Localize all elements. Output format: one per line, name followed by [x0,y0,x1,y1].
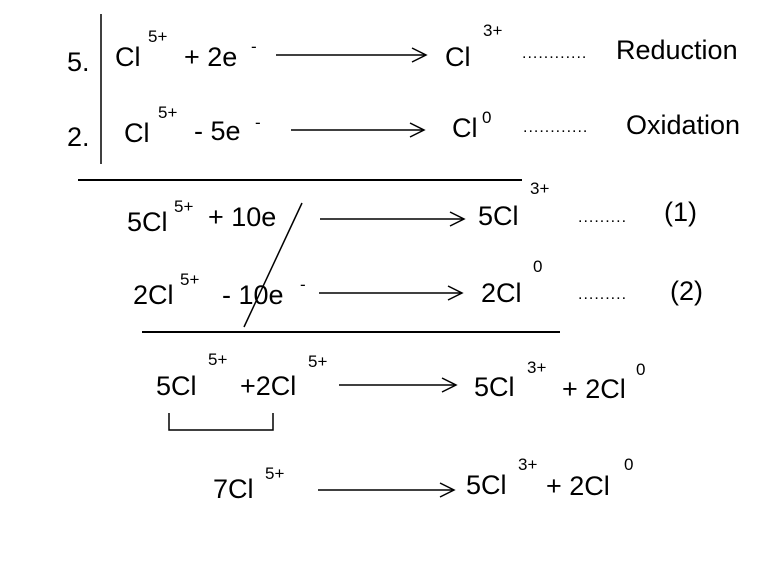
product-charge: 3+ [483,21,503,40]
coefficient-5: 5. [67,47,90,77]
sum-5cl-charge: 5+ [208,350,228,369]
combine-bracket [168,413,274,431]
dotted-leader: ............ [523,119,589,136]
arrow-2 [291,122,426,138]
coefficient-2: 2. [67,122,90,152]
product-charge: 0 [482,108,492,127]
electrons-gained: + 2e [184,42,238,72]
product-cl: Cl [452,113,478,143]
sum-5cl: 5Cl [156,371,197,401]
reactant-charge: 5+ [174,197,194,216]
final-product-5cl: 5Cl [466,470,507,500]
reactant-cl: Cl [115,42,141,72]
product-cl: Cl [445,42,471,72]
final-product-2cl-charge: 0 [624,455,634,474]
arrow-6 [318,482,456,498]
sum-2cl: +2Cl [240,371,297,401]
dotted-leader: ......... [578,286,628,303]
product-charge: 3+ [530,179,550,198]
electron-sign: - [300,275,306,294]
arrow-5 [339,377,458,393]
final-product-charge: 3+ [518,455,538,474]
label-reduction: Reduction [616,35,738,65]
arrow-1 [276,47,428,63]
cancel-slash [243,202,303,328]
dotted-leader: ......... [578,209,628,226]
electrons-gained: + 10e [208,202,277,232]
product-5cl: 5Cl [478,201,519,231]
reactant-charge: 5+ [148,27,168,46]
sum-product-2cl-charge: 0 [636,360,646,379]
reactant-2cl: 2Cl [133,280,174,310]
equation-tag-2: (2) [670,276,703,306]
reactant-charge: 5+ [180,270,200,289]
electrons-lost: - 5e [194,116,241,146]
electron-sign: - [255,113,261,132]
arrow-4 [319,285,464,301]
arrow-3 [320,211,466,227]
sum-2cl-charge: 5+ [308,352,328,371]
electrons-lost: - 10e [222,280,284,310]
dotted-leader: ............ [522,45,588,62]
sum-product-charge: 3+ [527,358,547,377]
final-7cl-charge: 5+ [265,464,285,483]
reactant-cl: Cl [124,118,150,148]
equation-tag-1: (1) [664,197,697,227]
reactant-charge: 5+ [158,103,178,122]
product-2cl: 2Cl [481,278,522,308]
reactant-5cl: 5Cl [127,207,168,237]
label-oxidation: Oxidation [626,110,741,140]
sum-product-2cl: + 2Cl [562,374,626,404]
sum-product-5cl: 5Cl [474,372,515,402]
final-product-2cl: + 2Cl [546,471,610,501]
product-charge: 0 [533,257,543,276]
electron-sign: - [251,37,257,56]
final-7cl: 7Cl [213,474,254,504]
